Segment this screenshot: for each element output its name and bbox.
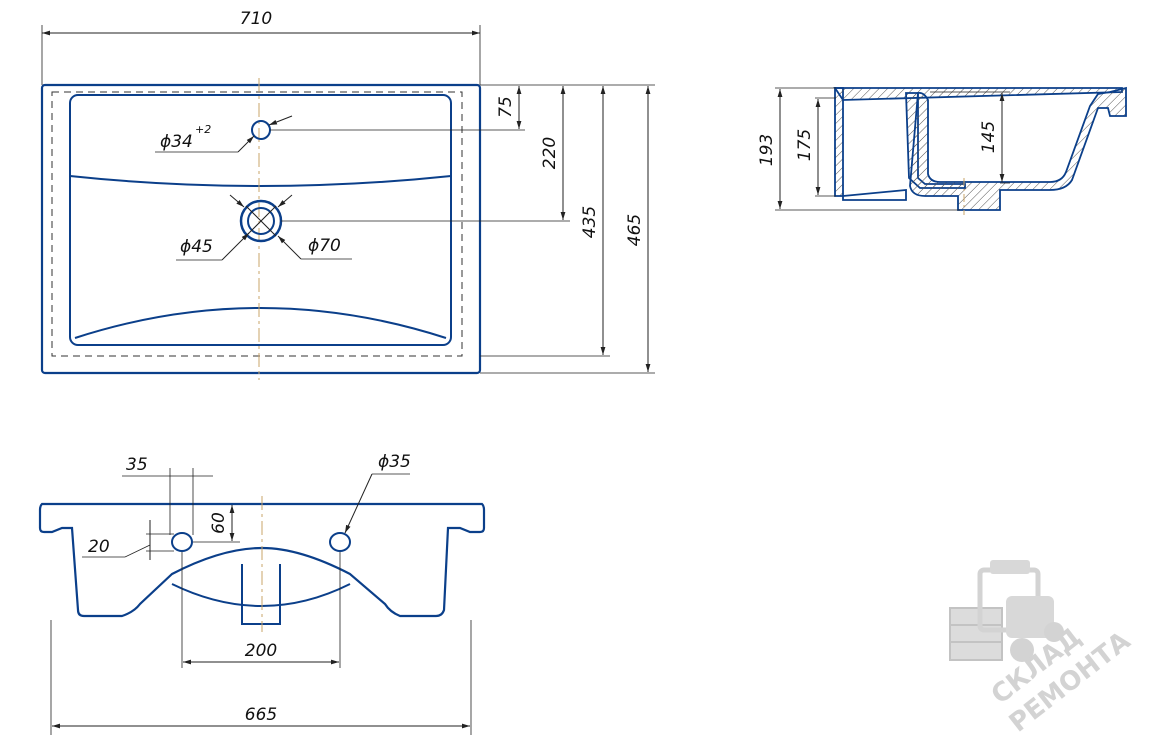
dim-inner-depth: 435 — [580, 206, 600, 238]
basin-outline — [69, 94, 452, 346]
tap-hole — [251, 120, 271, 140]
right-overflow-hole — [329, 532, 351, 552]
left-overflow-hole — [171, 532, 193, 552]
front-drain — [241, 564, 281, 625]
dim-total-height: 193 — [757, 134, 777, 166]
top-view-outline — [40, 83, 482, 375]
dim-drain-position: 220 — [540, 137, 560, 169]
top-view-hidden-line — [51, 91, 463, 357]
dim-hole-diameter: ϕ35 — [378, 452, 411, 472]
dim-hole-size: 20 — [88, 537, 110, 557]
front-bowl-curve — [171, 583, 351, 607]
side-section-view: 193 175 145 — [757, 86, 1127, 215]
dim-bowl-depth: 145 — [979, 121, 999, 153]
dim-drain-outer-diameter: ϕ70 — [308, 236, 341, 256]
top-view: 710 75 220 435 465 ϕ34 +2 ϕ45 ϕ70 — [40, 9, 655, 380]
dim-holes-spacing: 200 — [245, 641, 277, 661]
dim-drain-inner-diameter: ϕ45 — [180, 237, 213, 257]
dim-overall-depth: 465 — [625, 214, 645, 246]
drain-inner — [247, 207, 275, 235]
section-front-skirt — [842, 189, 907, 201]
front-view: 35 60 20 ϕ35 200 665 — [38, 452, 486, 735]
dim-base-width: 665 — [245, 705, 277, 725]
section-bowl — [909, 86, 1127, 211]
dim-overall-width: 710 — [240, 9, 272, 29]
dim-body-height: 175 — [795, 129, 815, 161]
dim-hole-offset: 35 — [126, 455, 148, 475]
basin-front-curve — [74, 307, 447, 339]
section-rear-wall — [834, 87, 844, 197]
dim-hole-height: 60 — [209, 512, 229, 534]
dim-tap-hole-tolerance: +2 — [195, 123, 211, 136]
dim-tap-hole-diameter: ϕ34 — [160, 132, 193, 152]
dim-overhang-depth: 75 — [496, 96, 516, 118]
watermark: СКЛАД РЕМОНТА — [949, 560, 1136, 739]
section-top-slab — [833, 87, 1123, 101]
basin-shelf-curve — [69, 175, 452, 187]
forklift-icon — [949, 560, 1064, 662]
